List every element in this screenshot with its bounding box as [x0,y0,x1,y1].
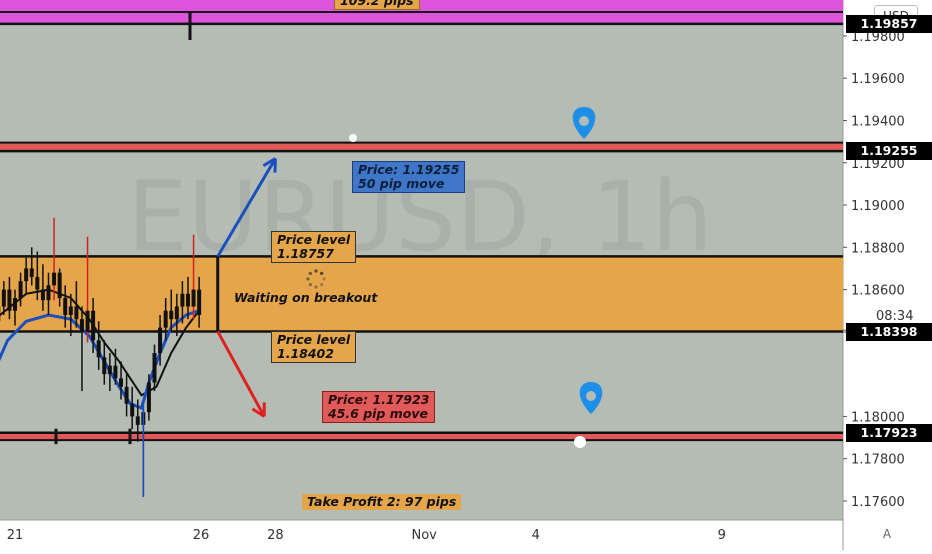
zone-consolidation [0,256,843,331]
candle-body [125,387,129,404]
candle-body [13,298,17,311]
candle-body [158,328,162,353]
y-tick-label: 1.17800 [851,453,905,468]
marker-dot [574,436,586,448]
candle-body [136,416,140,424]
candle-body [97,340,101,357]
y-tick-label: 1.18600 [851,284,905,299]
spinner-icon [309,283,312,286]
candle-body [86,311,90,332]
price-tag: 1.19255 [846,142,932,160]
y-tick-label: 1.18800 [851,241,905,256]
y-tick-label: 1.19400 [851,114,905,129]
candle-body [63,298,67,315]
candle-body [113,366,117,379]
upper-level-label: Price level 1.18757 [271,231,356,263]
spinner-icon [320,283,323,286]
x-tick-label: 4 [532,528,540,543]
lower-level-label: Price level 1.18402 [271,331,356,363]
clock-label: 08:34 [876,309,913,324]
candle-body [147,383,151,413]
spinner-icon [314,269,317,272]
candle-body [102,357,106,374]
take-profit-label: Take Profit 2: 97 pips [302,494,461,510]
candle-body [180,294,184,307]
price-tag: 1.19857 [846,15,932,33]
alert-pin-hole [579,116,589,126]
waiting-label: Waiting on breakout [229,290,382,306]
candle-body [169,311,173,319]
candle-body [119,378,123,386]
y-tick-label: 1.17600 [851,495,905,510]
candle-body [41,290,45,301]
candle-body [192,290,196,307]
x-tick-label: 28 [267,528,284,543]
spinner-icon [322,277,325,280]
spinner-icon [314,285,317,288]
candle-body [52,273,56,286]
price-tag: 1.17923 [846,424,932,442]
candle-body [80,319,84,332]
candle-body [24,268,28,281]
top-pips-label: 109.2 pips [334,0,420,10]
x-tick-label: 26 [193,528,210,543]
spinner-icon [320,272,323,275]
candle-body [19,281,23,298]
y-tick-label: 1.19000 [851,199,905,214]
y-tick-label: 1.19600 [851,72,905,87]
marker-dot [349,134,357,142]
auto-scale-button[interactable]: A [876,525,898,543]
candle-body [175,307,179,320]
candle-body [69,307,73,315]
candle-body [130,404,134,417]
zone-resistance [0,143,843,151]
spinner-icon [306,277,309,280]
target-up-label: Price: 1.19255 50 pip move [352,161,465,193]
candle-body [108,366,112,374]
candle-body [186,294,190,307]
candle-body [153,353,157,383]
spinner-icon [309,272,312,275]
candle-body [2,290,6,307]
candle-body [164,311,168,328]
target-down-label: Price: 1.17923 45.6 pip move [322,391,435,423]
candle-body [74,307,78,320]
candle-body [30,268,34,276]
candle-body [58,273,62,298]
alert-pin-hole [586,391,596,401]
candle-body [91,311,95,341]
candle-body [35,277,39,290]
candle-body [46,285,50,300]
x-tick-label: 21 [7,528,24,543]
price-tag: 1.18398 [846,323,932,341]
candle-body [197,290,201,315]
candle-body [7,290,11,311]
x-tick-label: Nov [412,528,438,543]
x-tick-label: 9 [718,528,726,543]
